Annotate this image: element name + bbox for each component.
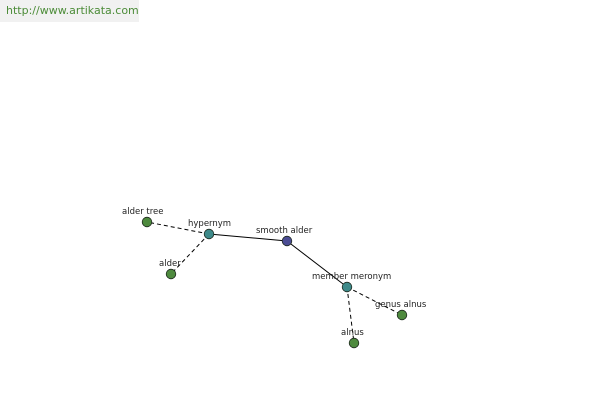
alder-tree-node[interactable] bbox=[141, 216, 153, 228]
edge-member-meronym-alnus bbox=[346, 286, 355, 344]
member-meronym-node-label: member meronym bbox=[312, 272, 391, 282]
alnus-node-label: alnus bbox=[341, 328, 364, 338]
alder-node[interactable] bbox=[165, 268, 177, 280]
edge-hypernym-alder bbox=[170, 233, 210, 275]
alder-node-label: alder bbox=[159, 259, 181, 269]
center-node-label: smooth alder bbox=[256, 226, 313, 236]
hypernym-node-label: hypernym bbox=[188, 219, 231, 229]
hypernym-node[interactable] bbox=[203, 228, 215, 240]
edge-center-hypernym bbox=[208, 233, 288, 242]
genus-alnus-node-label: genus alnus bbox=[375, 300, 427, 310]
edge-member-meronym-genus-alnus bbox=[346, 286, 403, 316]
site-url-watermark[interactable]: http://www.artikata.com bbox=[0, 0, 139, 22]
alnus-node[interactable] bbox=[348, 337, 360, 349]
genus-alnus-node[interactable] bbox=[396, 309, 408, 321]
member-meronym-node[interactable] bbox=[341, 281, 353, 293]
center-node[interactable] bbox=[281, 235, 293, 247]
edge-center-member-meronym bbox=[286, 240, 348, 288]
edge-hypernym-alder-tree bbox=[146, 221, 210, 235]
alder-tree-node-label: alder tree bbox=[122, 207, 164, 217]
